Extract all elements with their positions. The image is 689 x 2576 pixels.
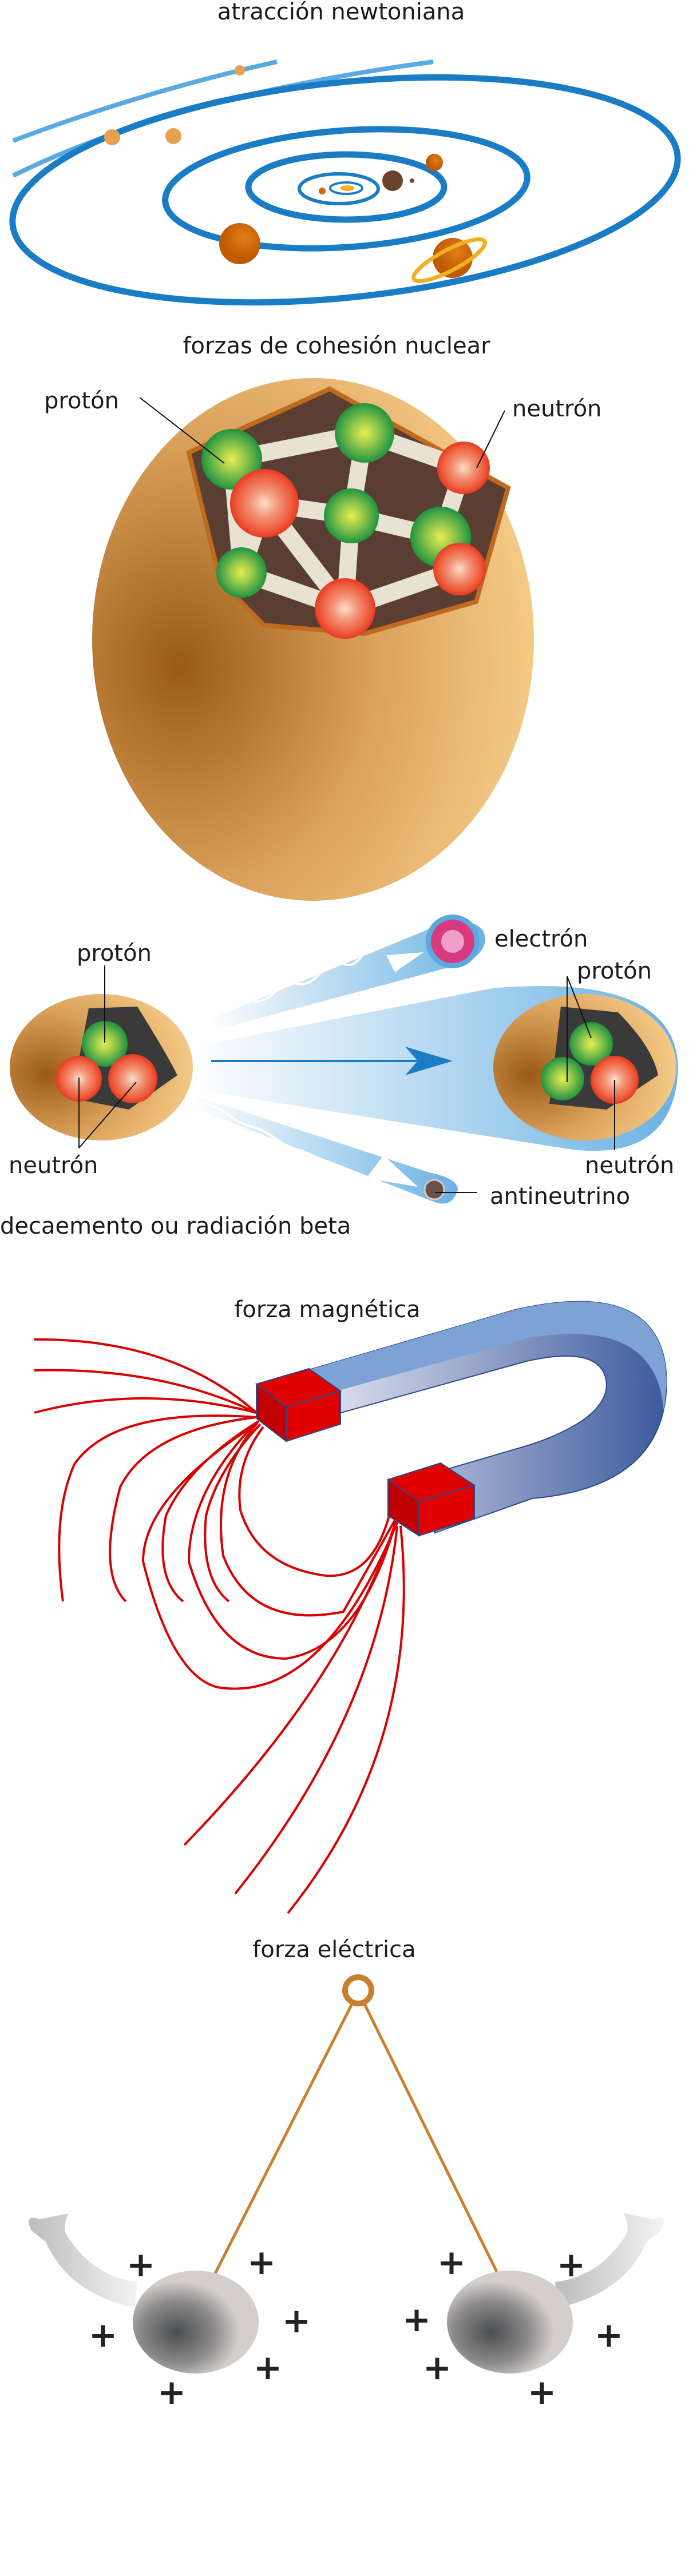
planet [104, 129, 120, 145]
sun [340, 185, 354, 191]
repel-arrow-left-icon [29, 2213, 137, 2308]
plus-charge: + [157, 2372, 186, 2412]
right-neutron-label: neutrón [585, 1152, 674, 1179]
planet [382, 170, 403, 191]
right-proton-label: protón [577, 958, 652, 984]
neutron [108, 1054, 157, 1103]
moon [410, 178, 414, 183]
planet [219, 223, 260, 264]
field-lines [34, 1338, 405, 1914]
planet [426, 154, 443, 171]
magnet-pole-north-front [286, 1390, 341, 1442]
orbit [245, 151, 448, 223]
proton [324, 488, 379, 543]
magnetic-title: forza magnética [234, 1297, 420, 1323]
neutron [230, 469, 299, 538]
wave [228, 949, 367, 1008]
wave [205, 1103, 367, 1182]
electric-title: forza eléctrica [252, 1937, 415, 1963]
left-neutron-label: neutrón [9, 1152, 98, 1179]
plus-charge: + [557, 2245, 585, 2285]
orbit [329, 181, 363, 195]
neutron-label: neutrón [512, 396, 601, 422]
planet [319, 188, 326, 194]
plus-charge: + [89, 2315, 117, 2355]
nucleus-large [92, 378, 534, 901]
solar-system [9, 59, 681, 306]
plus-charge: + [528, 2372, 556, 2412]
plus-charge: + [423, 2348, 452, 2388]
orbit [9, 74, 681, 306]
plus-charge: + [247, 2243, 276, 2283]
proton [216, 547, 267, 598]
charged-ball-left [133, 2271, 259, 2374]
antineutrino-label: antineutrino [490, 1183, 630, 1210]
arrow-right-icon [405, 1047, 453, 1075]
proton [82, 1021, 128, 1067]
saturn [433, 238, 473, 278]
electron-core [441, 930, 464, 953]
beta-decay [10, 915, 678, 1204]
arrowhead-icon [366, 1155, 418, 1187]
plus-charge: + [254, 2348, 282, 2388]
neutron [315, 578, 375, 639]
proton [569, 1022, 613, 1066]
string-left [213, 1999, 355, 2275]
arrowhead-icon [386, 952, 423, 972]
plus-charge: + [282, 2301, 311, 2341]
neutron [433, 543, 486, 595]
hanger-ring [342, 1974, 374, 2006]
saturn-ring [411, 237, 487, 284]
planet [165, 128, 181, 144]
plus-charge: + [437, 2243, 466, 2283]
nuclear-title: forzas de cohesión nuclear [183, 333, 490, 359]
antineutrino [423, 1179, 445, 1200]
orbit [162, 126, 530, 252]
beta-leader-lines [78, 965, 615, 1193]
plus-charge: + [595, 2315, 623, 2355]
planets [104, 65, 487, 284]
magnet-pole-south-front [418, 1484, 475, 1537]
proton [541, 1057, 584, 1100]
magnet-top-face [309, 1301, 667, 1413]
plus-charge: + [126, 2245, 155, 2285]
planet [235, 65, 245, 75]
beta-caption: decaemento ou radiación beta [0, 1213, 351, 1239]
string-right [361, 1999, 498, 2273]
beam-electron [207, 921, 486, 1029]
neutron [437, 442, 490, 494]
leader-line [139, 397, 225, 464]
charges: + + + + + + + + + + + + [89, 2243, 623, 2412]
charged-ball-right [447, 2271, 573, 2374]
horseshoe-magnet [255, 1301, 668, 1537]
repel-arrow-right-icon [555, 2213, 664, 2308]
proton [335, 403, 394, 463]
orbit [298, 172, 380, 205]
newtonian-title: atracción newtoniana [217, 0, 465, 25]
electron-label: electrón [494, 926, 588, 952]
leader-line [476, 410, 505, 468]
left-proton-label: protón [77, 940, 152, 967]
proton-label: protón [44, 388, 119, 414]
plus-charge: + [402, 2300, 431, 2340]
electroscope [29, 1974, 664, 2374]
